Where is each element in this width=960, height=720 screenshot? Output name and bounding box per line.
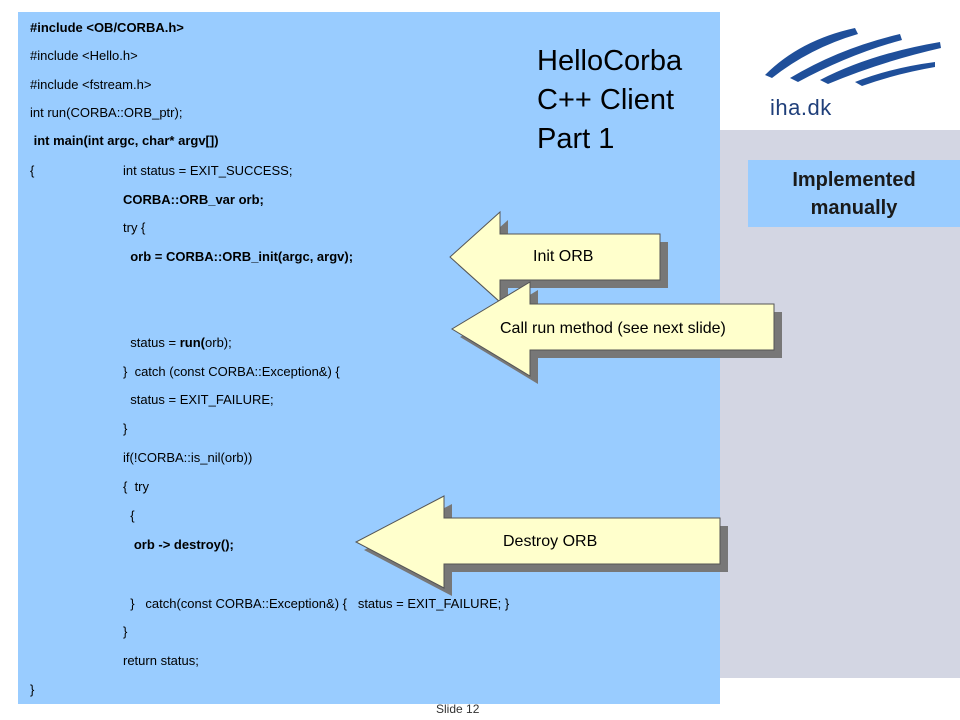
- iha-logo-icon: [765, 28, 941, 86]
- slide-number: Slide 12: [436, 702, 480, 716]
- implemented-manually-box: Implemented manually: [748, 160, 960, 227]
- implemented-line: Implemented: [792, 168, 916, 191]
- code-line: }: [123, 421, 128, 436]
- code-line: int run(CORBA::ORB_ptr);: [30, 105, 183, 120]
- code-line: status = run(orb);: [123, 335, 232, 351]
- code-line: #include <OB/CORBA.h>: [30, 20, 184, 35]
- code-line: } catch(const CORBA::Exception&) { statu…: [123, 596, 510, 611]
- code-line: int status = EXIT_SUCCESS;: [123, 163, 293, 178]
- code-line: try {: [123, 220, 146, 235]
- destroy-orb-arrow-icon: [354, 495, 728, 596]
- slide-title: HelloCorba C++ Client Part 1: [537, 42, 717, 159]
- title-line: HelloCorba: [537, 45, 683, 77]
- code-line: int main(int argc, char* argv[]): [30, 133, 219, 148]
- code-fragment: run(: [179, 335, 206, 350]
- code-line: {: [30, 163, 35, 178]
- code-line: return status;: [123, 653, 199, 668]
- code-line: }: [123, 624, 128, 639]
- title-line: C++ Client: [537, 84, 675, 116]
- init-orb-label: Init ORB: [533, 248, 594, 265]
- code-fragment: orb);: [205, 335, 232, 350]
- code-line: } catch (const CORBA::Exception&) {: [123, 364, 340, 379]
- implemented-line: manually: [810, 196, 898, 219]
- logo-text: iha.dk: [770, 95, 832, 120]
- code-line: CORBA::ORB_var orb;: [123, 192, 264, 207]
- code-line: }: [30, 682, 35, 697]
- title-line: Part 1: [537, 123, 615, 155]
- call-run-arrow-icon: [451, 281, 782, 384]
- call-run-label: Call run method (see next slide): [500, 320, 726, 337]
- code-line: orb -> destroy();: [123, 537, 234, 552]
- code-line: #include <Hello.h>: [30, 48, 138, 63]
- code-line: {: [123, 508, 135, 523]
- code-line: #include <fstream.h>: [30, 77, 152, 92]
- code-line: if(!CORBA::is_nil(orb)): [123, 450, 253, 465]
- destroy-orb-label: Destroy ORB: [503, 533, 598, 550]
- init-orb-arrow-icon: [449, 210, 668, 310]
- code-line: status = EXIT_FAILURE;: [123, 392, 274, 407]
- code-line: { try: [123, 479, 150, 494]
- code-fragment: status =: [123, 335, 180, 350]
- code-line: orb = CORBA::ORB_init(argc, argv);: [123, 249, 354, 264]
